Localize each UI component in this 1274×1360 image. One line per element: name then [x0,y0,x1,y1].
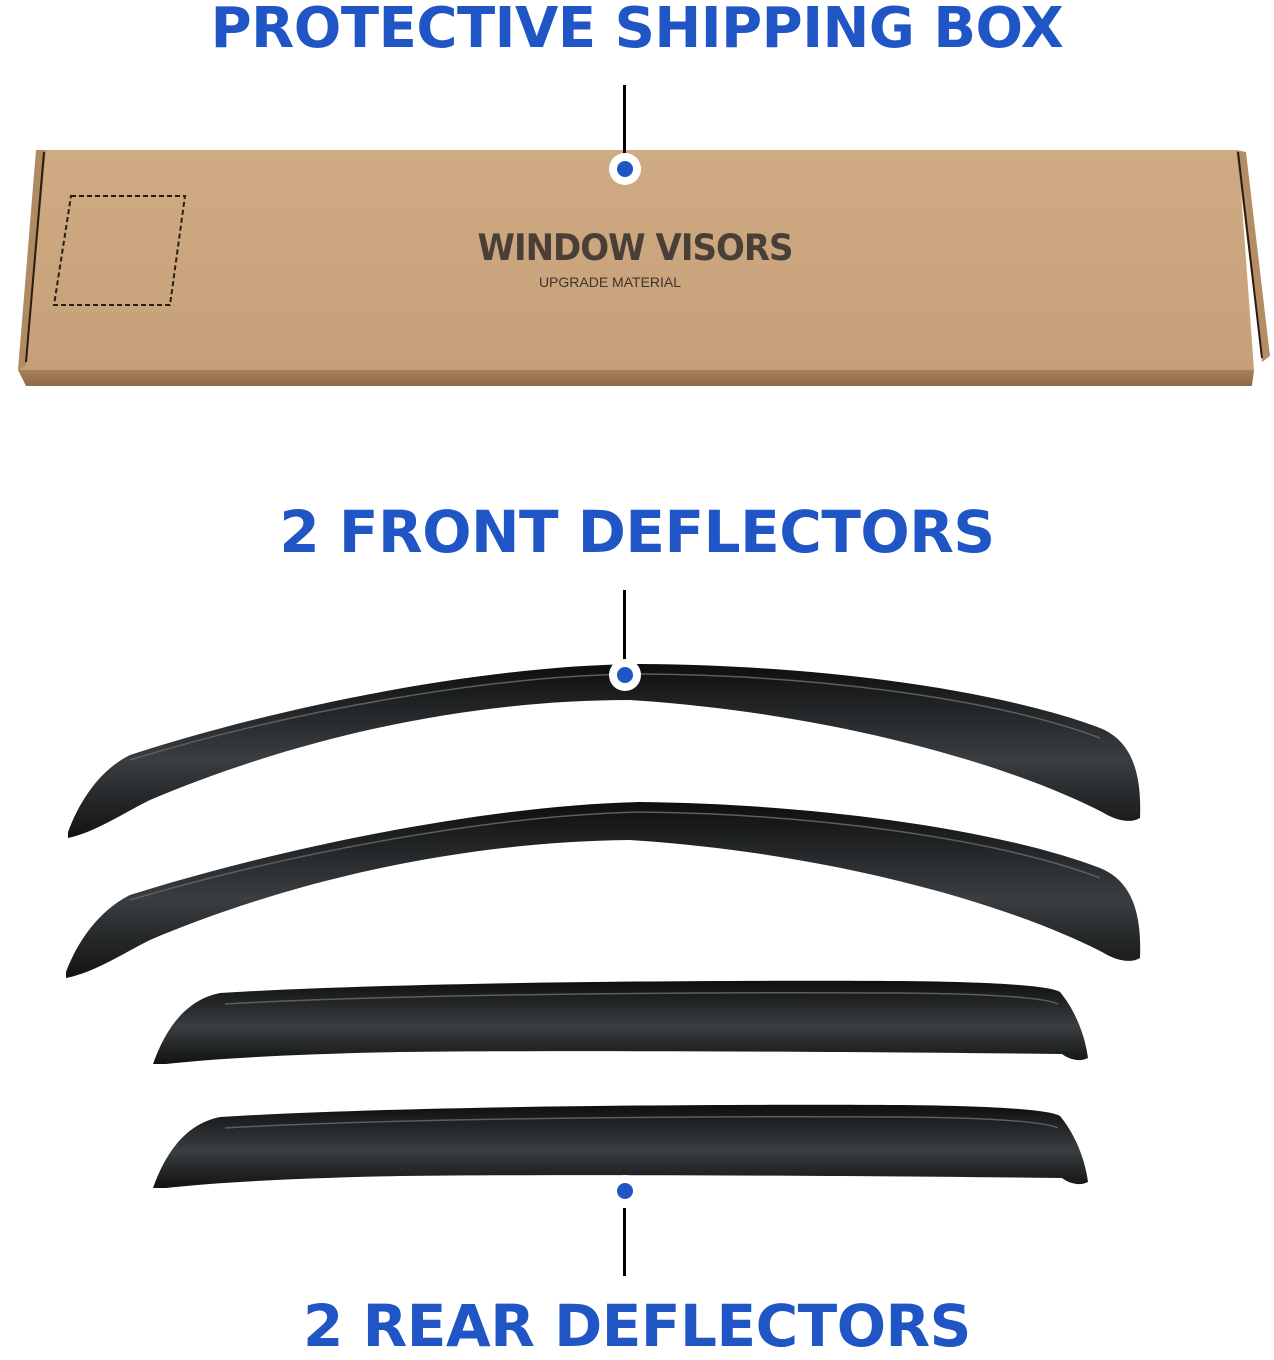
rear-deflectors-heading: 2 REAR DEFLECTORS [303,1292,971,1360]
box-print-subtitle: UPGRADE MATERIAL [538,274,682,290]
front-deflectors-heading: 2 FRONT DEFLECTORS [279,498,995,566]
box-leader-line [623,85,626,155]
box-callout-dot-icon [609,153,641,185]
front-callout-dot-icon [609,659,641,691]
rear-deflector-2 [153,1104,1088,1188]
shipping-box-heading: PROTECTIVE SHIPPING BOX [210,0,1064,61]
shipping-box [18,150,1270,386]
rear-callout-dot-icon [609,1175,641,1207]
box-print-title: WINDOW VISORS [477,226,793,270]
front-leader-line [623,590,626,660]
front-deflector-2 [66,802,1141,978]
rear-leader-line [623,1208,626,1276]
rear-deflector-1 [153,980,1088,1064]
